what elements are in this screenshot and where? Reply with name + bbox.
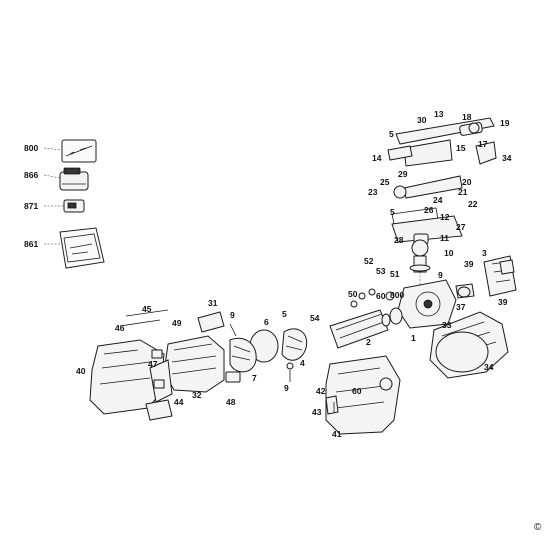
- label-44: 46: [115, 323, 125, 333]
- label-13: 12: [440, 212, 450, 222]
- label-17: 18: [462, 112, 472, 122]
- field-fan-group: [229, 328, 308, 382]
- label-4: 4: [300, 358, 305, 368]
- label-43: 45: [142, 304, 152, 314]
- label-2: 2: [366, 337, 371, 347]
- label-39b: 41: [332, 429, 342, 439]
- label-51: 53: [376, 266, 386, 276]
- label-22: 22: [468, 199, 478, 209]
- label-15: 14: [372, 153, 382, 163]
- accessory-battery-866: [43, 167, 89, 191]
- gear-housing: [397, 279, 471, 329]
- motor-housing: [163, 311, 241, 393]
- gear-crank-assembly: [387, 117, 497, 290]
- accessory-blade-800: [43, 139, 97, 163]
- label-14: 13: [434, 109, 444, 119]
- label-5b: 5: [390, 207, 395, 217]
- label-866: 866: [24, 170, 38, 180]
- label-16: 15: [456, 143, 466, 153]
- accessory-charger-871: [44, 199, 85, 213]
- label-52: 54: [310, 313, 320, 323]
- label-38: 39: [498, 297, 508, 307]
- accessory-case-861: [44, 227, 105, 269]
- label-1: 1: [411, 333, 416, 343]
- label-60: 60: [352, 386, 362, 396]
- label-24: 24: [433, 195, 443, 205]
- label-25: 25: [380, 177, 390, 187]
- label-21: 21: [458, 187, 468, 197]
- label-30: 30: [417, 115, 427, 125]
- label-35: 34: [502, 153, 512, 163]
- label-20: 20: [462, 177, 472, 187]
- label-31: 31: [208, 298, 218, 308]
- label-26: 26: [424, 205, 434, 215]
- label-12: 11: [440, 233, 449, 243]
- label-45: 47: [148, 359, 158, 369]
- shoe-guard-33-34: [429, 311, 509, 379]
- label-29: 29: [398, 169, 408, 179]
- label-48: 50: [348, 289, 358, 299]
- label-3: 3: [482, 248, 487, 258]
- label-861: 861: [24, 239, 38, 249]
- label-11: 9: [438, 270, 443, 280]
- label-23: 23: [368, 187, 378, 197]
- label-53: 60: [376, 291, 386, 301]
- part-number-labels: 800 866 871 861 30 13 18 19 5 15 17 14 3…: [24, 109, 542, 533]
- label-5c: 5: [282, 309, 287, 319]
- label-8: 9: [230, 310, 235, 320]
- label-32: 32: [192, 390, 202, 400]
- label-10: 10: [444, 248, 454, 258]
- handle-housing-right: [325, 355, 401, 435]
- label-41: 43: [312, 407, 322, 417]
- label-36: 37: [456, 302, 466, 312]
- label-47: 49: [172, 318, 182, 328]
- label-40: 42: [316, 386, 326, 396]
- label-33: 33: [442, 320, 452, 330]
- label-800: 800: [24, 143, 38, 153]
- label-46: 48: [226, 397, 236, 407]
- label-9: 9: [284, 383, 289, 393]
- label-54: 800: [390, 290, 404, 300]
- label-49: 51: [390, 269, 400, 279]
- label-871: 871: [24, 201, 38, 211]
- label-5a: 5: [389, 129, 394, 139]
- handle-housing-left: [89, 309, 173, 421]
- label-7: 7: [252, 373, 257, 383]
- label-50: 52: [364, 256, 374, 266]
- label-19: 19: [500, 118, 510, 128]
- label-39a: 40: [76, 366, 86, 376]
- armature-assembly: [329, 288, 403, 349]
- label-28: 28: [394, 235, 404, 245]
- copyright-mark: ©: [534, 522, 542, 533]
- label-42: 44: [174, 397, 184, 407]
- label-6: 6: [264, 317, 269, 327]
- label-34: 34: [484, 362, 494, 372]
- label-18: 17: [478, 139, 488, 149]
- label-27: 27: [456, 222, 466, 232]
- label-37: 39: [464, 259, 474, 269]
